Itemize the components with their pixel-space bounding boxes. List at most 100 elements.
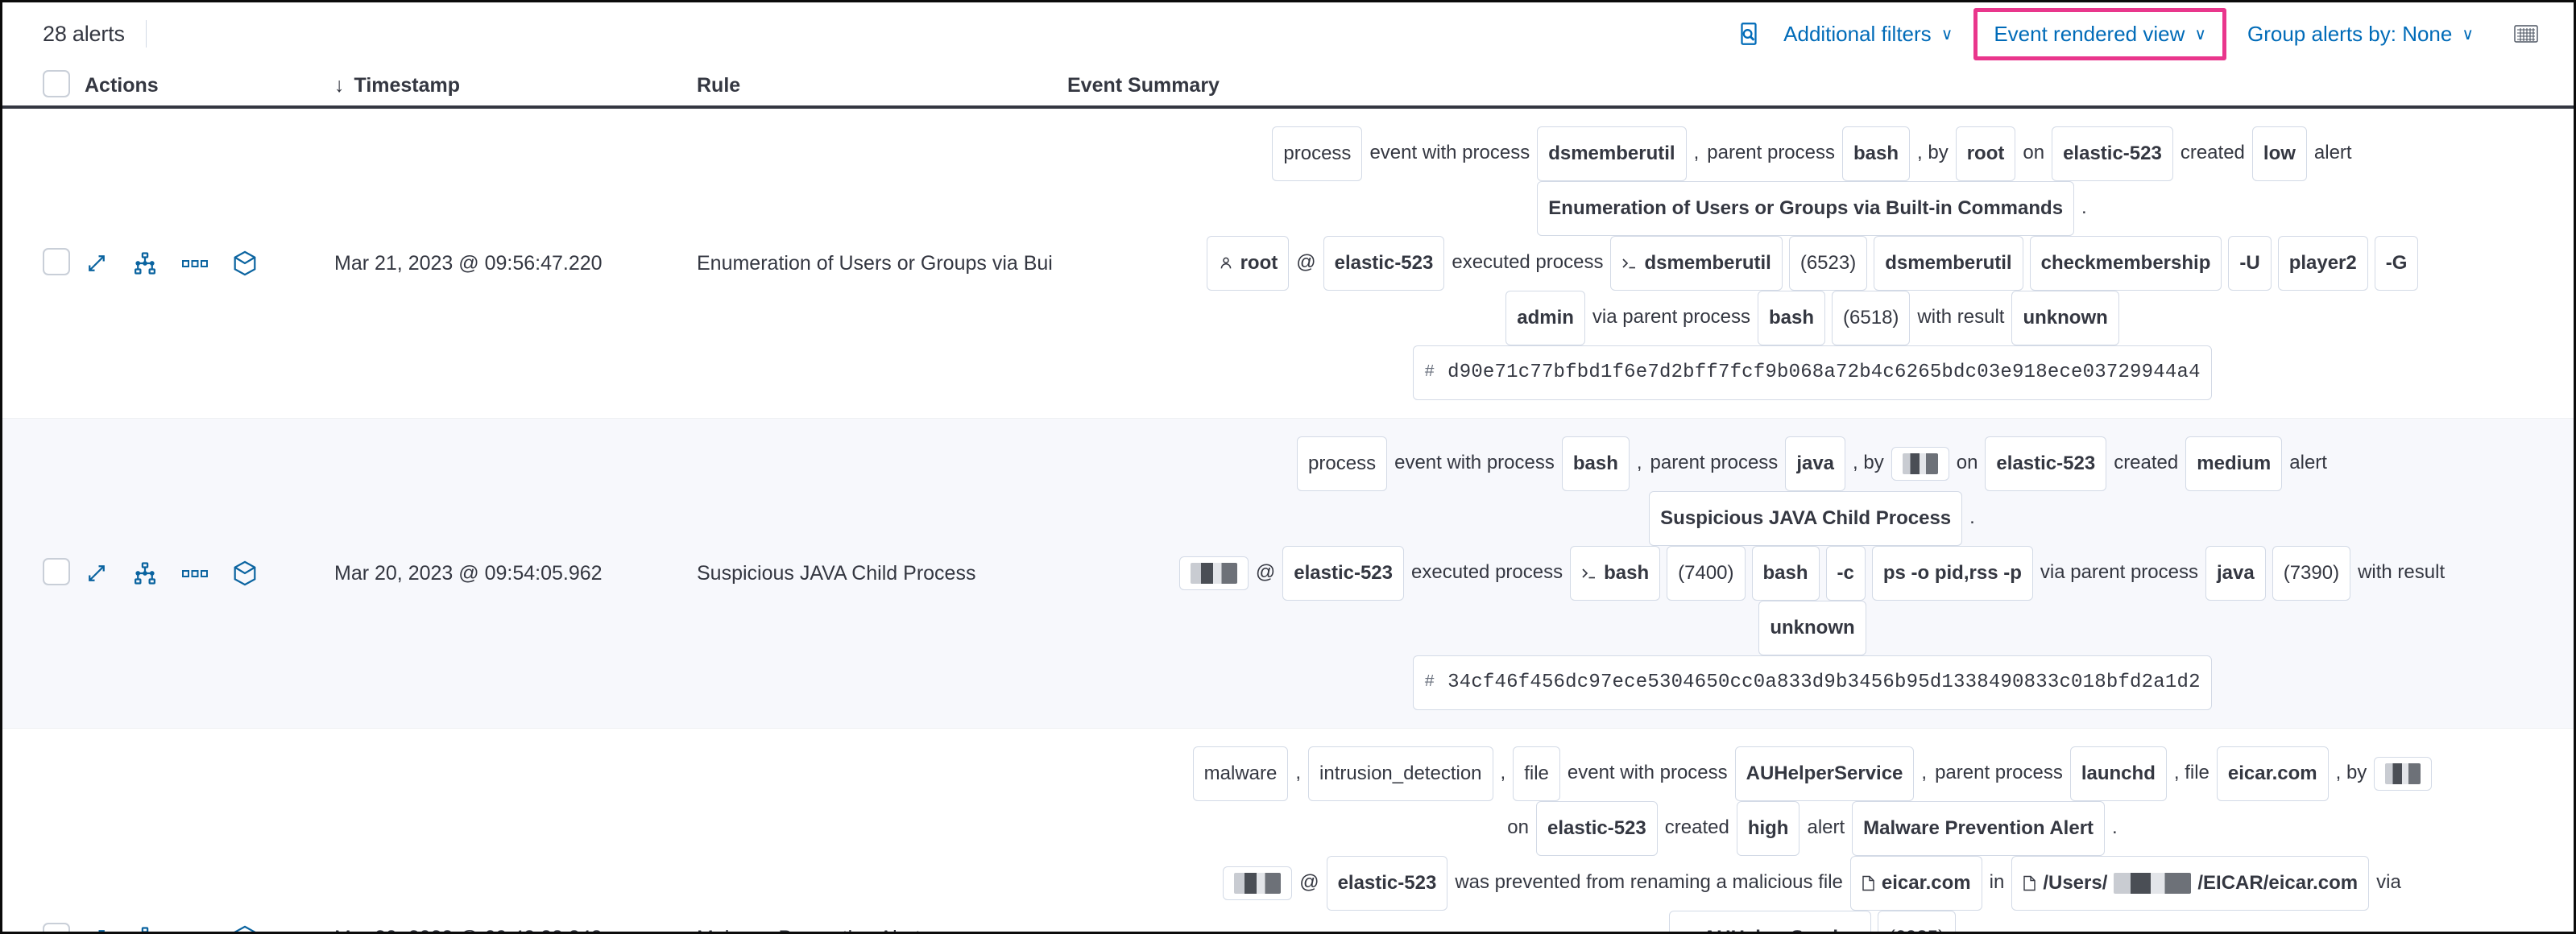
summary-chip[interactable]: (7400) [1667,546,1746,601]
inspect-icon[interactable] [1735,20,1762,48]
summary-chip[interactable]: Suspicious JAVA Child Process [1649,491,1963,546]
session-view-icon[interactable] [133,926,157,932]
summary-chip[interactable]: eicar.com [1849,856,1982,911]
row-rule-name[interactable]: Malware Prevention Alert [697,927,1067,932]
summary-chip[interactable]: java [2205,546,2266,601]
summary-chip[interactable]: admin [1505,291,1585,345]
summary-chip[interactable]: root [1206,236,1290,291]
summary-text: with result [2358,561,2446,584]
summary-chip[interactable]: dsmemberutil [1537,126,1687,181]
chip-label: dsmemberutil [1548,143,1675,164]
more-actions-icon[interactable] [181,256,209,271]
expand-icon[interactable] [85,251,109,275]
summary-chip[interactable]: bash [1570,546,1661,601]
summary-chip[interactable]: launchd [2069,746,2167,801]
summary-chip[interactable]: elastic-523 [2052,126,2173,181]
summary-text: via parent process [2040,561,2198,584]
summary-chip[interactable]: elastic-523 [1282,546,1404,601]
header-timestamp[interactable]: ↓ Timestamp [334,74,697,97]
event-rendered-view-button[interactable]: Event rendered view ∨ [1981,14,2219,55]
summary-chip[interactable]: Enumeration of Users or Groups via Built… [1537,181,2075,236]
analyzer-cube-icon[interactable] [233,250,257,276]
summary-chip[interactable]: -G [2374,236,2419,291]
row-checkbox[interactable] [43,247,70,275]
file-icon [2023,875,2036,891]
summary-chip[interactable]: AUHelperService [1668,911,1871,932]
expand-icon[interactable] [85,926,109,932]
more-actions-icon[interactable] [181,566,209,581]
summary-chip[interactable]: java [1785,436,1846,491]
summary-chip[interactable]: high [1736,801,1800,856]
summary-chip[interactable]: (6523) [1788,236,1868,291]
summary-chip[interactable]: elastic-523 [1323,236,1445,291]
analyzer-cube-icon[interactable] [233,560,257,586]
summary-chip[interactable]: bash [1758,291,1826,345]
table-row[interactable]: Mar 20, 2023 @ 09:43:38.348Malware Preve… [2,729,2574,932]
keyboard-grid-icon[interactable] [2514,23,2538,44]
summary-line: #34cf46f456dc97ece5304650cc0a833d9b3456b… [1067,655,2557,710]
chip-label: 34cf46f456dc97ece5304650cc0a833d9b3456b9… [1447,672,2201,693]
summary-chip[interactable]: unknown [2011,291,2119,345]
summary-chip[interactable]: file [1513,746,1560,801]
summary-chip[interactable] [1223,866,1293,900]
summary-chip[interactable]: root [1955,126,2016,181]
select-all-checkbox[interactable] [43,69,70,97]
summary-chip[interactable]: #34cf46f456dc97ece5304650cc0a833d9b3456b… [1413,655,2212,710]
summary-chip[interactable] [1178,556,1249,590]
summary-chip[interactable]: dsmemberutil [1610,236,1783,291]
session-view-icon[interactable] [133,251,157,275]
group-alerts-by-button[interactable]: Group alerts by: None ∨ [2234,14,2487,55]
summary-chip[interactable]: bash [1561,436,1630,491]
session-view-icon[interactable] [133,561,157,585]
hash-prefix: # [1424,673,1435,692]
summary-text: in [1989,871,2005,894]
summary-chip[interactable]: -c [1825,546,1866,601]
chip-label: elastic-523 [2063,143,2162,164]
summary-chip[interactable]: bash [1751,546,1820,601]
summary-chip[interactable]: elastic-523 [1535,801,1658,856]
summary-chip[interactable]: (7390) [2272,546,2351,601]
summary-chip[interactable]: Malware Prevention Alert [1852,801,2106,856]
summary-chip[interactable]: checkmembership [2029,236,2222,291]
summary-chip[interactable]: ps -o pid,rss -p [1871,546,2033,601]
summary-chip[interactable] [1891,447,1949,481]
row-rule-name[interactable]: Enumeration of Users or Groups via Bui [697,251,1053,275]
summary-chip[interactable]: low [2251,126,2307,181]
summary-chip[interactable]: (6518) [1832,291,1911,345]
summary-chip[interactable] [2374,757,2433,791]
chip-label: bash [1853,143,1899,164]
row-rule-name[interactable]: Suspicious JAVA Child Process [697,561,976,585]
summary-chip[interactable]: dsmemberutil [1874,236,2023,291]
summary-chip[interactable]: -U [2228,236,2272,291]
summary-chip[interactable]: bash [1842,126,1911,181]
summary-chip[interactable]: eicar.com [2216,746,2329,801]
chip-label: bash [1769,307,1815,329]
chip-label: java [1796,453,1835,474]
summary-chip[interactable]: AUHelperService [1734,746,1915,801]
summary-chip[interactable]: /Users//EICAR/eicar.com [2011,856,2370,911]
summary-chip[interactable]: process [1297,436,1388,491]
chip-label: /Users/ [2043,872,2108,894]
row-checkbox[interactable] [43,557,70,585]
summary-chip[interactable]: player2 [2277,236,2368,291]
summary-chip[interactable]: unknown [1758,601,1866,655]
summary-chip[interactable]: (6935) [1877,911,1957,932]
row-checkbox[interactable] [43,922,70,932]
more-actions-icon[interactable] [181,931,209,932]
summary-chip[interactable]: elastic-523 [1985,436,2107,491]
additional-filters-button[interactable]: Additional filters ∨ [1770,14,1965,55]
summary-chip[interactable]: process [1272,126,1363,181]
header-rule[interactable]: Rule [697,74,1067,97]
summary-chip[interactable]: medium [2185,436,2283,491]
expand-icon[interactable] [85,561,109,585]
summary-chip[interactable]: elastic-523 [1326,856,1448,911]
header-rule-label: Rule [697,73,741,97]
analyzer-cube-icon[interactable] [233,925,257,932]
summary-chip[interactable]: intrusion_detection [1308,746,1493,801]
summary-chip[interactable]: malware [1192,746,1289,801]
summary-chip[interactable]: #d90e71c77bfbd1f6e7d2bff7fcf9b068a72b4c6… [1413,345,2212,400]
